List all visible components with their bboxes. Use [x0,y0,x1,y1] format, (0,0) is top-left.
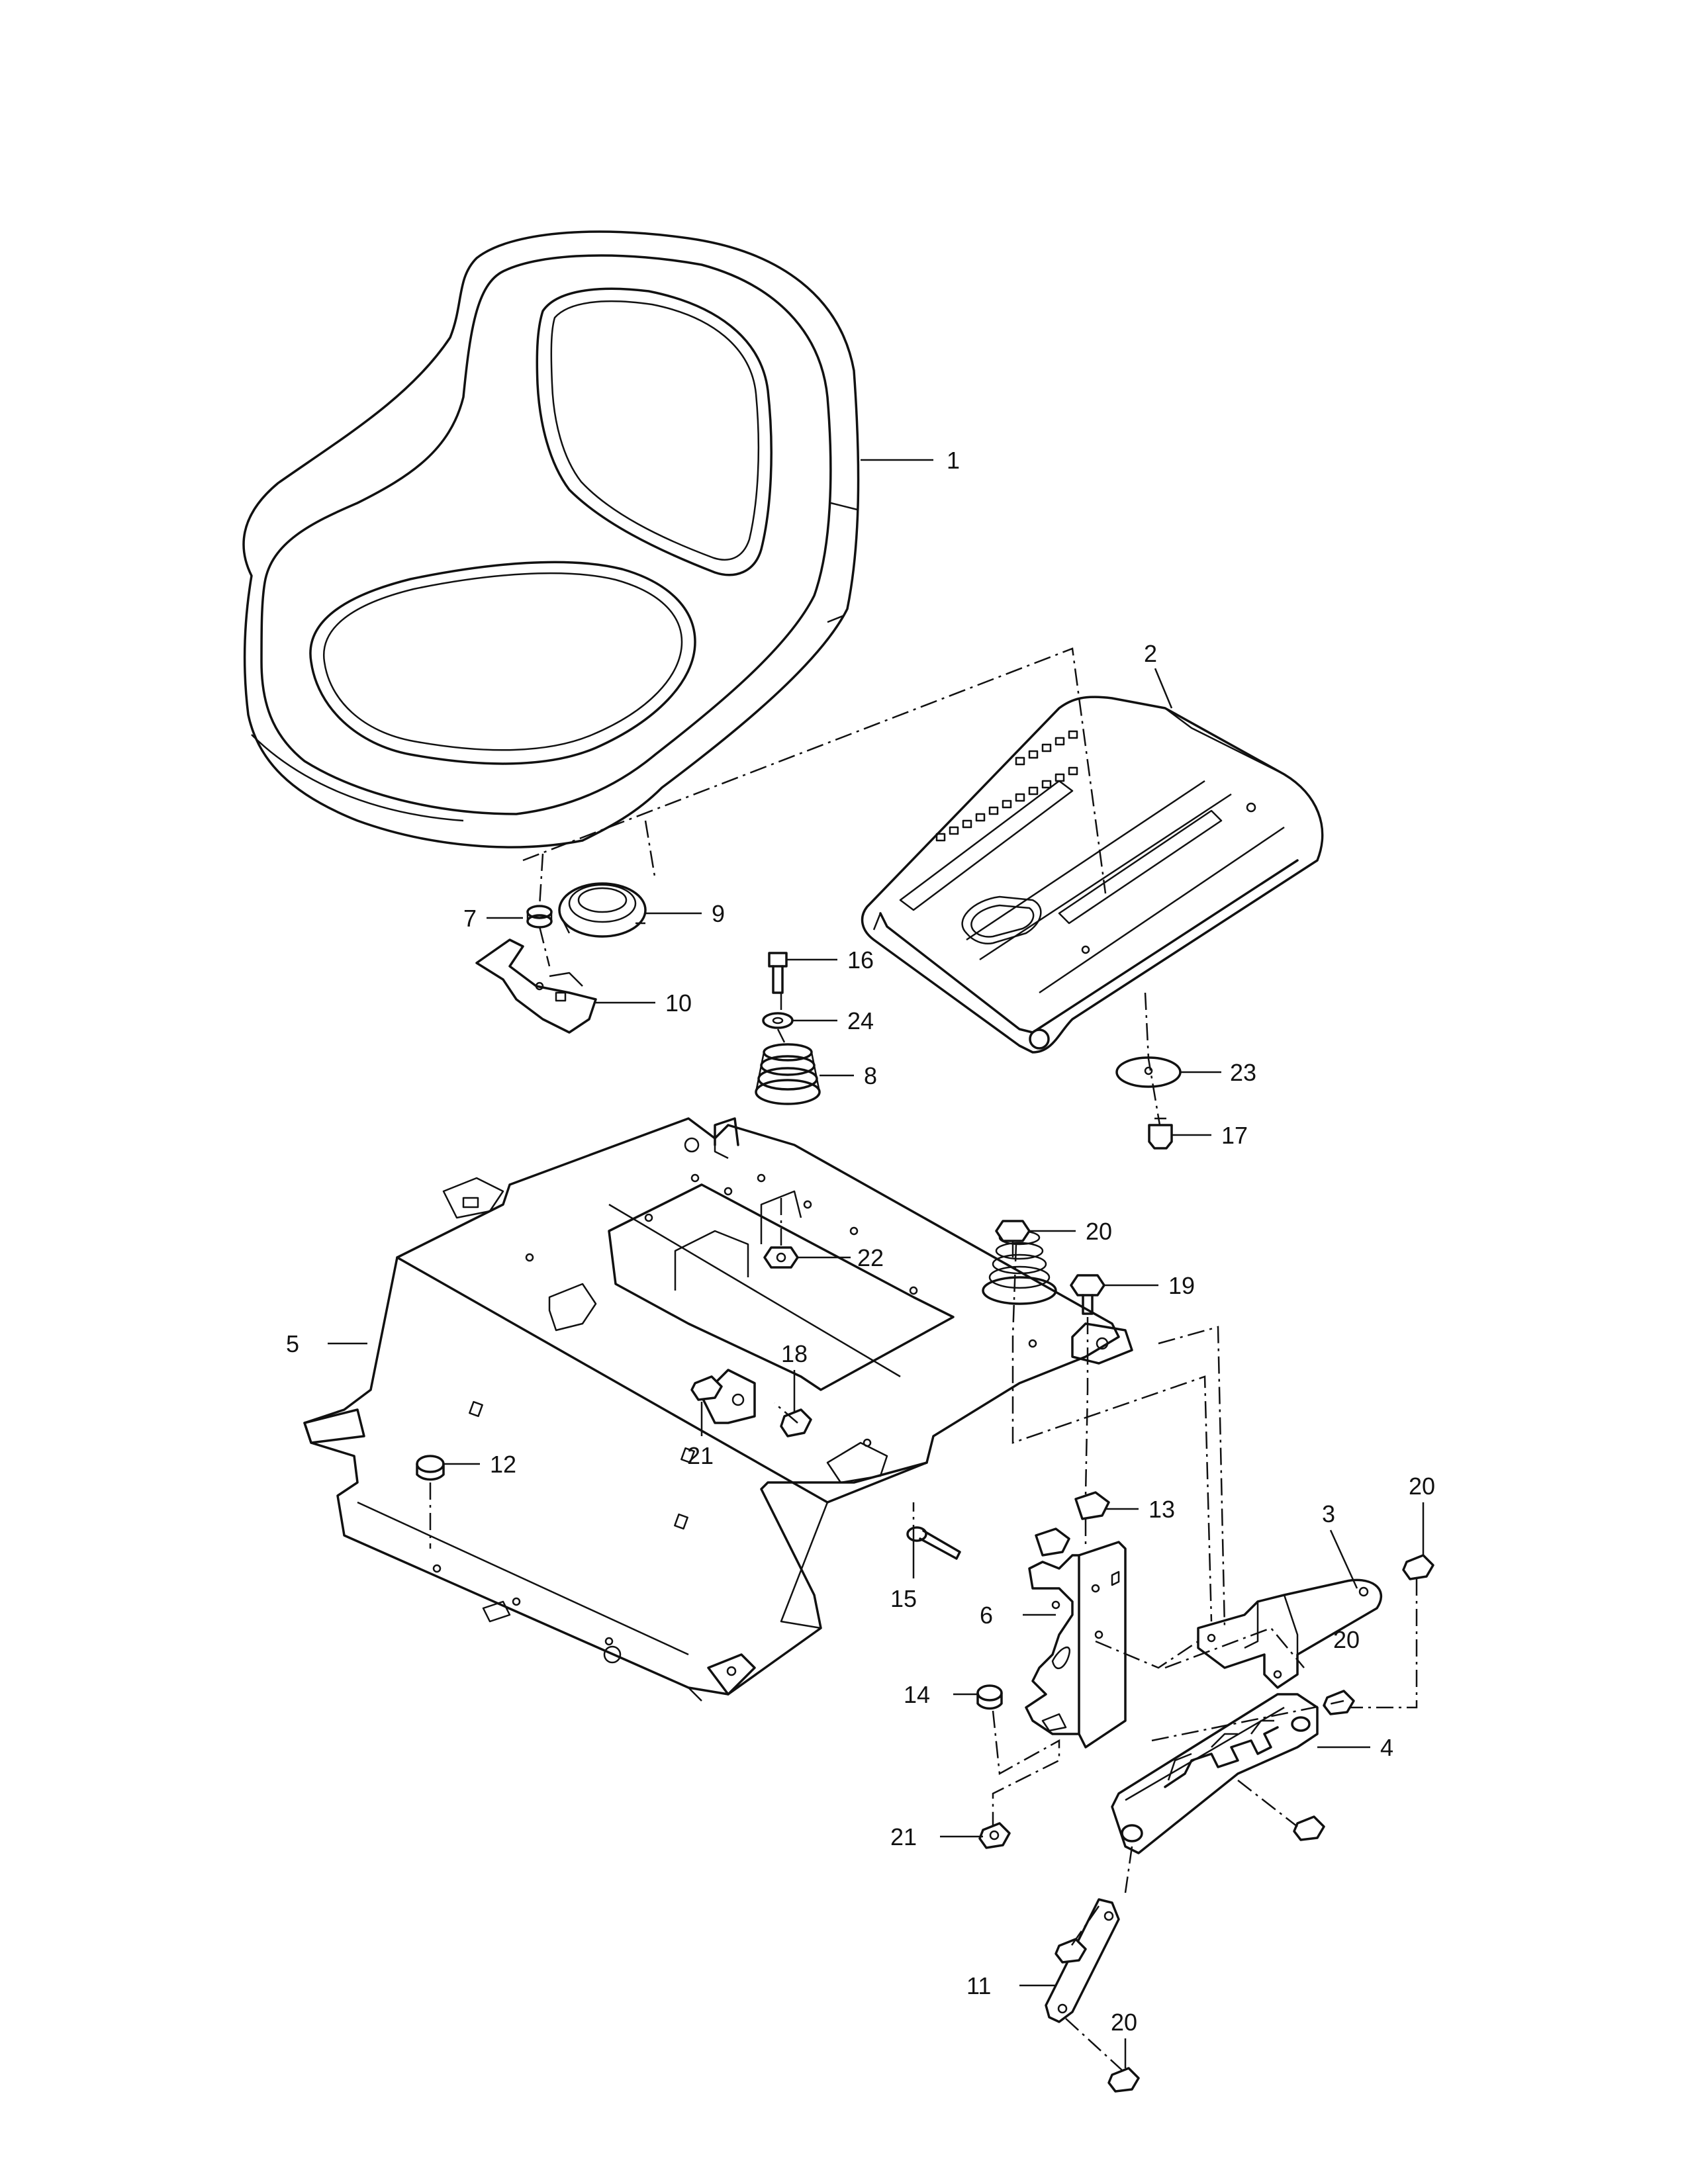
part-5-left-tab [303,1408,365,1444]
part-19-bolt [1070,1274,1105,1315]
callout-1: 1 [947,447,960,474]
part-7-spring [526,905,553,929]
part-21-nut-base [690,1375,723,1401]
part-1-seat [242,230,860,848]
part-14-plug [976,1684,1003,1710]
callout-20-bolt-3: 20 [1333,1626,1360,1653]
part-5-front-foot [603,1645,756,1696]
callout-6: 6 [980,1602,993,1629]
callout-labels: 1 2 3 4 5 6 7 8 9 10 11 12 13 14 15 16 1… [286,447,1435,2036]
part-5-hinge-plate [700,1369,756,1424]
callout-14: 14 [904,1681,930,1708]
part-22-nut [763,1246,799,1269]
part-16-bolt [768,952,788,994]
part-21-nut-lower [978,1822,1011,1849]
part-20-nut-lower [1107,2067,1140,2093]
callout-20-upper: 20 [1086,1218,1112,1245]
callout-3: 3 [1322,1500,1335,1527]
callout-5: 5 [286,1330,299,1357]
callout-13: 13 [1149,1496,1175,1523]
part-10-switch-bracket [475,938,597,1034]
part-5-seat-base [303,1117,1133,1702]
callout-11: 11 [966,1972,991,1999]
callout-16: 16 [847,946,874,974]
part-4-adjuster-rail [1111,1693,1319,1854]
callout-2: 2 [1144,640,1157,667]
callout-22: 22 [857,1244,884,1271]
callout-24: 24 [847,1007,874,1034]
callout-21-lower: 21 [890,1823,917,1850]
part-9-seat-switch [558,882,647,938]
seat-pan-adjustment-slots [935,730,1078,842]
callout-7: 7 [463,905,477,932]
part-13-clip-nut-lower [1035,1527,1070,1557]
callout-21-base: 21 [687,1442,714,1469]
callout-12: 12 [490,1451,516,1478]
callout-15: 15 [890,1585,917,1612]
part-3-adjuster [1197,1578,1382,1689]
callout-9: 9 [712,900,725,927]
assembly-lines [429,647,1418,2071]
part-20-nut-upper [995,1220,1031,1257]
callout-4: 4 [1380,1734,1393,1761]
callout-23: 23 [1230,1059,1256,1086]
part-11-link [1045,1898,1120,2023]
part-24-washer [762,1012,794,1029]
callout-18: 18 [781,1340,808,1367]
part-8-spring [755,1043,821,1105]
leader-lines [328,459,1425,2068]
callout-8: 8 [864,1062,877,1089]
part-15-pin [906,1526,961,1560]
callout-17: 17 [1221,1122,1248,1149]
part-4-screw [1293,1815,1325,1841]
part-6-bracket [1025,1541,1127,1749]
part-2-seat-pan [861,696,1324,1054]
part-5-corner-bracket [714,1117,739,1146]
part-5-latch-plate [1071,1322,1133,1365]
callout-20-lower: 20 [1111,2009,1137,2036]
part-18-bolt [780,1408,812,1437]
callout-19: 19 [1168,1272,1195,1299]
part-5-rear-pad [442,1177,504,1219]
part-20-nut-right [1402,1554,1434,1580]
part-17-bolt [1148,1117,1173,1150]
part-13-clip-nut [1074,1491,1110,1520]
callout-10: 10 [665,989,692,1017]
callout-20-right: 20 [1409,1473,1435,1500]
